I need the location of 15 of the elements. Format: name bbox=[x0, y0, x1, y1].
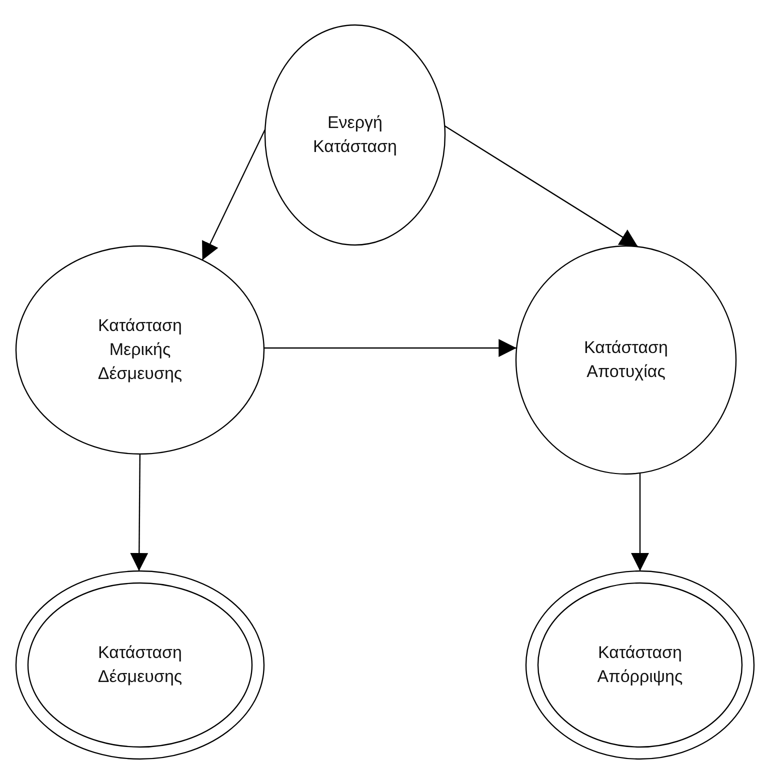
arrow bbox=[444, 125, 638, 248]
state-ellipse bbox=[515, 245, 737, 475]
final-state-double-ellipse bbox=[525, 570, 755, 760]
state-label: Ενεργή Κατάσταση bbox=[312, 112, 398, 158]
state-label: Κατάσταση Μερικής Δέσμευσης bbox=[96, 315, 184, 385]
state-label: Κατάσταση Απόρριψης bbox=[596, 642, 684, 688]
state-label: Κατάσταση Δέσμευσης bbox=[96, 642, 184, 688]
arrow bbox=[264, 339, 517, 357]
arrow bbox=[130, 454, 148, 571]
state-ellipse bbox=[15, 245, 265, 455]
arrow bbox=[202, 129, 266, 260]
arrow bbox=[631, 473, 649, 571]
state-label: Κατάσταση Αποτυχίας bbox=[582, 337, 669, 383]
state-ellipse bbox=[264, 24, 446, 246]
final-state-double-ellipse bbox=[15, 570, 265, 760]
